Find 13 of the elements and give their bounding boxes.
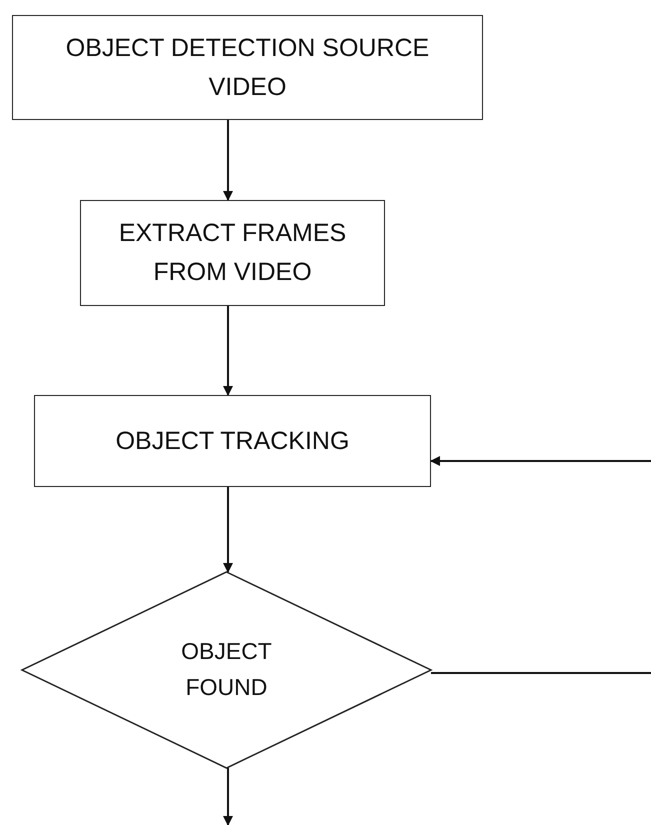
arrow	[223, 120, 233, 201]
node-label: EXTRACT FRAMES FROM VIDEO	[118, 218, 348, 288]
node-label: OBJECT DETECTION SOURCE VIDEO	[64, 32, 430, 102]
process-box	[80, 200, 385, 306]
process-box	[12, 15, 483, 120]
decision-diamond	[20, 571, 433, 769]
arrow	[223, 306, 233, 396]
process-box	[34, 395, 431, 487]
node-label: OBJECT TRACKING	[116, 426, 350, 457]
node-label: OBJECT FOUND	[180, 637, 273, 702]
arrow	[430, 456, 651, 674]
arrow	[223, 487, 233, 573]
arrow	[223, 768, 233, 825]
